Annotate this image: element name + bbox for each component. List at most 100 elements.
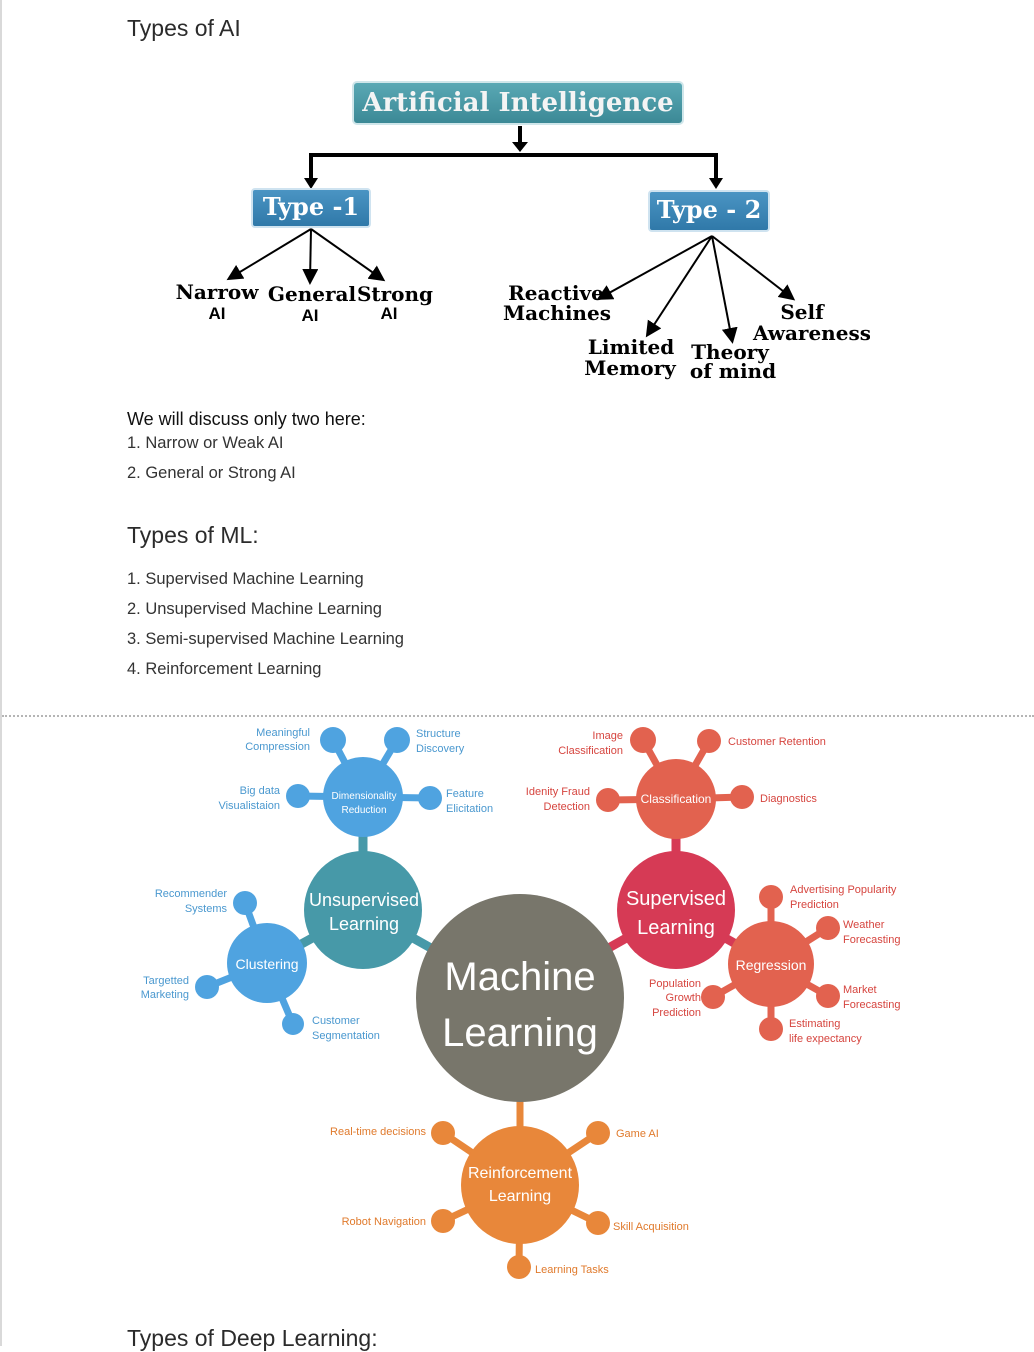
leaf-dot (697, 729, 721, 753)
heading-types-of-ml: Types of ML: (127, 522, 259, 548)
type1-box (251, 188, 371, 228)
leaf-label: Targetted (143, 975, 189, 987)
general-ai-label-2: AI (302, 306, 319, 325)
leaf-dot (730, 785, 754, 809)
leaf-label: Classification (558, 745, 623, 757)
leaf-dot (384, 727, 410, 753)
leaf-label: Learning Tasks (535, 1264, 609, 1276)
leaf-label: Forecasting (843, 934, 900, 946)
leaf-dot (418, 786, 442, 810)
leaf-dot (431, 1209, 455, 1233)
leaf-label: Compression (245, 741, 310, 753)
leaf-label: Prediction (652, 1007, 701, 1019)
leaf-label: Weather (843, 919, 885, 931)
leaf-label: Elicitation (446, 803, 493, 815)
leaf-label: Meaningful (256, 727, 310, 739)
supervised-label-1: Supervised (626, 888, 726, 910)
leaf-label: Customer Retention (728, 736, 826, 748)
ai-list-item-2: 2. General or Strong AI (127, 464, 296, 482)
leaf-dot (586, 1121, 610, 1145)
leaf-label: Structure (416, 728, 461, 740)
limited-label-2: Memory (584, 356, 677, 380)
dim-label-2: Reduction (341, 805, 386, 816)
leaf-label: Diagnostics (760, 793, 817, 805)
type2-label: Type - 2 (657, 195, 762, 224)
leaf-dot (195, 975, 219, 999)
leaf-label: Advertising Popularity (790, 884, 897, 896)
strong-ai-label-1: Strong (357, 282, 433, 306)
classification-label: Classification (641, 792, 712, 806)
leaf-label: Feature (446, 788, 484, 800)
narrow-ai-label-1: Narrow (176, 280, 260, 304)
leaf-dot (282, 1013, 304, 1035)
theory-label-2: of mind (690, 359, 776, 383)
leaf-dot (816, 916, 840, 940)
leaf-label: Real-time decisions (330, 1126, 426, 1138)
clustering-label: Clustering (235, 956, 298, 972)
dim-reduction-node (323, 757, 403, 837)
leaf-dot (431, 1121, 455, 1145)
leaf-dot (596, 788, 620, 812)
ai-list-item-1: 1. Narrow or Weak AI (127, 434, 284, 452)
leaf-dot (701, 985, 725, 1009)
reinforcement-node (461, 1126, 579, 1244)
leaf-dot (507, 1255, 531, 1279)
supervised-node (617, 851, 735, 969)
leaf-label: Customer (312, 1015, 360, 1027)
strong-ai-label-2: AI (381, 304, 398, 323)
leaf-dot (586, 1211, 610, 1235)
unsupervised-label-1: Unsupervised (309, 890, 419, 910)
ml-list-item-2: 2. Unsupervised Machine Learning (127, 600, 382, 618)
leaf-label: Idenity Fraud (526, 786, 590, 798)
page-left-border (0, 0, 2, 1346)
leaf-label: Detection (544, 801, 590, 813)
leaf-dot (630, 727, 656, 753)
root-box (352, 81, 684, 125)
leaf-dot (816, 984, 840, 1008)
leaf-label: Growth (666, 992, 701, 1004)
reinforcement-label-2: Learning (489, 1188, 551, 1205)
leaf-dot (286, 784, 310, 808)
dim-label-1: Dimensionality (331, 791, 396, 802)
self-label-2: Awareness (752, 321, 870, 345)
ml-center-label-1: Machine (444, 955, 595, 999)
unsupervised-label-2: Learning (329, 914, 399, 934)
leaf-label: Skill Acquisition (613, 1221, 689, 1233)
leaf-label: life expectancy (789, 1033, 862, 1045)
type2-box (648, 190, 770, 232)
ml-list-item-3: 3. Semi-supervised Machine Learning (127, 630, 404, 648)
ml-center-label-2: Learning (442, 1011, 598, 1055)
supervised-label-2: Learning (637, 917, 715, 939)
leaf-label: Forecasting (843, 999, 900, 1011)
regression-node (728, 921, 814, 1007)
heading-types-of-deep-learning: Types of Deep Learning: (127, 1325, 378, 1351)
image-divider (2, 715, 1034, 717)
unsupervised-node (304, 851, 422, 969)
general-ai-label-1: General (268, 282, 357, 306)
leaf-label: Estimating (789, 1018, 840, 1030)
classification-node (636, 759, 716, 839)
type1-label: Type -1 (263, 192, 359, 221)
ml-list-item-4: 4. Reinforcement Learning (127, 660, 322, 678)
self-label-1: Self (780, 300, 825, 324)
leaf-label: Recommender (155, 888, 227, 900)
leaf-label: Systems (185, 903, 228, 915)
leaf-label: Visualistaion (218, 800, 280, 812)
ml-list-item-1: 1. Supervised Machine Learning (127, 570, 364, 588)
reactive-label-2: Machines (503, 301, 611, 325)
leaf-label: Big data (240, 785, 281, 797)
clustering-node (227, 923, 307, 1003)
ai-types-diagram: Artificial Intelligence Type -1 Type - 2… (176, 81, 870, 383)
leaf-dot (759, 885, 783, 909)
leaf-label: Image (592, 730, 623, 742)
regression-label: Regression (736, 957, 807, 973)
reinforcement-label-1: Reinforcement (468, 1165, 573, 1182)
leaf-label: Discovery (416, 743, 465, 755)
leaf-label: Population (649, 978, 701, 990)
leaf-label: Robot Navigation (342, 1216, 426, 1228)
narrow-ai-label-2: AI (209, 304, 226, 323)
root-label: Artificial Intelligence (361, 88, 673, 118)
leaf-dot (320, 727, 346, 753)
leaf-label: Market (843, 984, 877, 996)
